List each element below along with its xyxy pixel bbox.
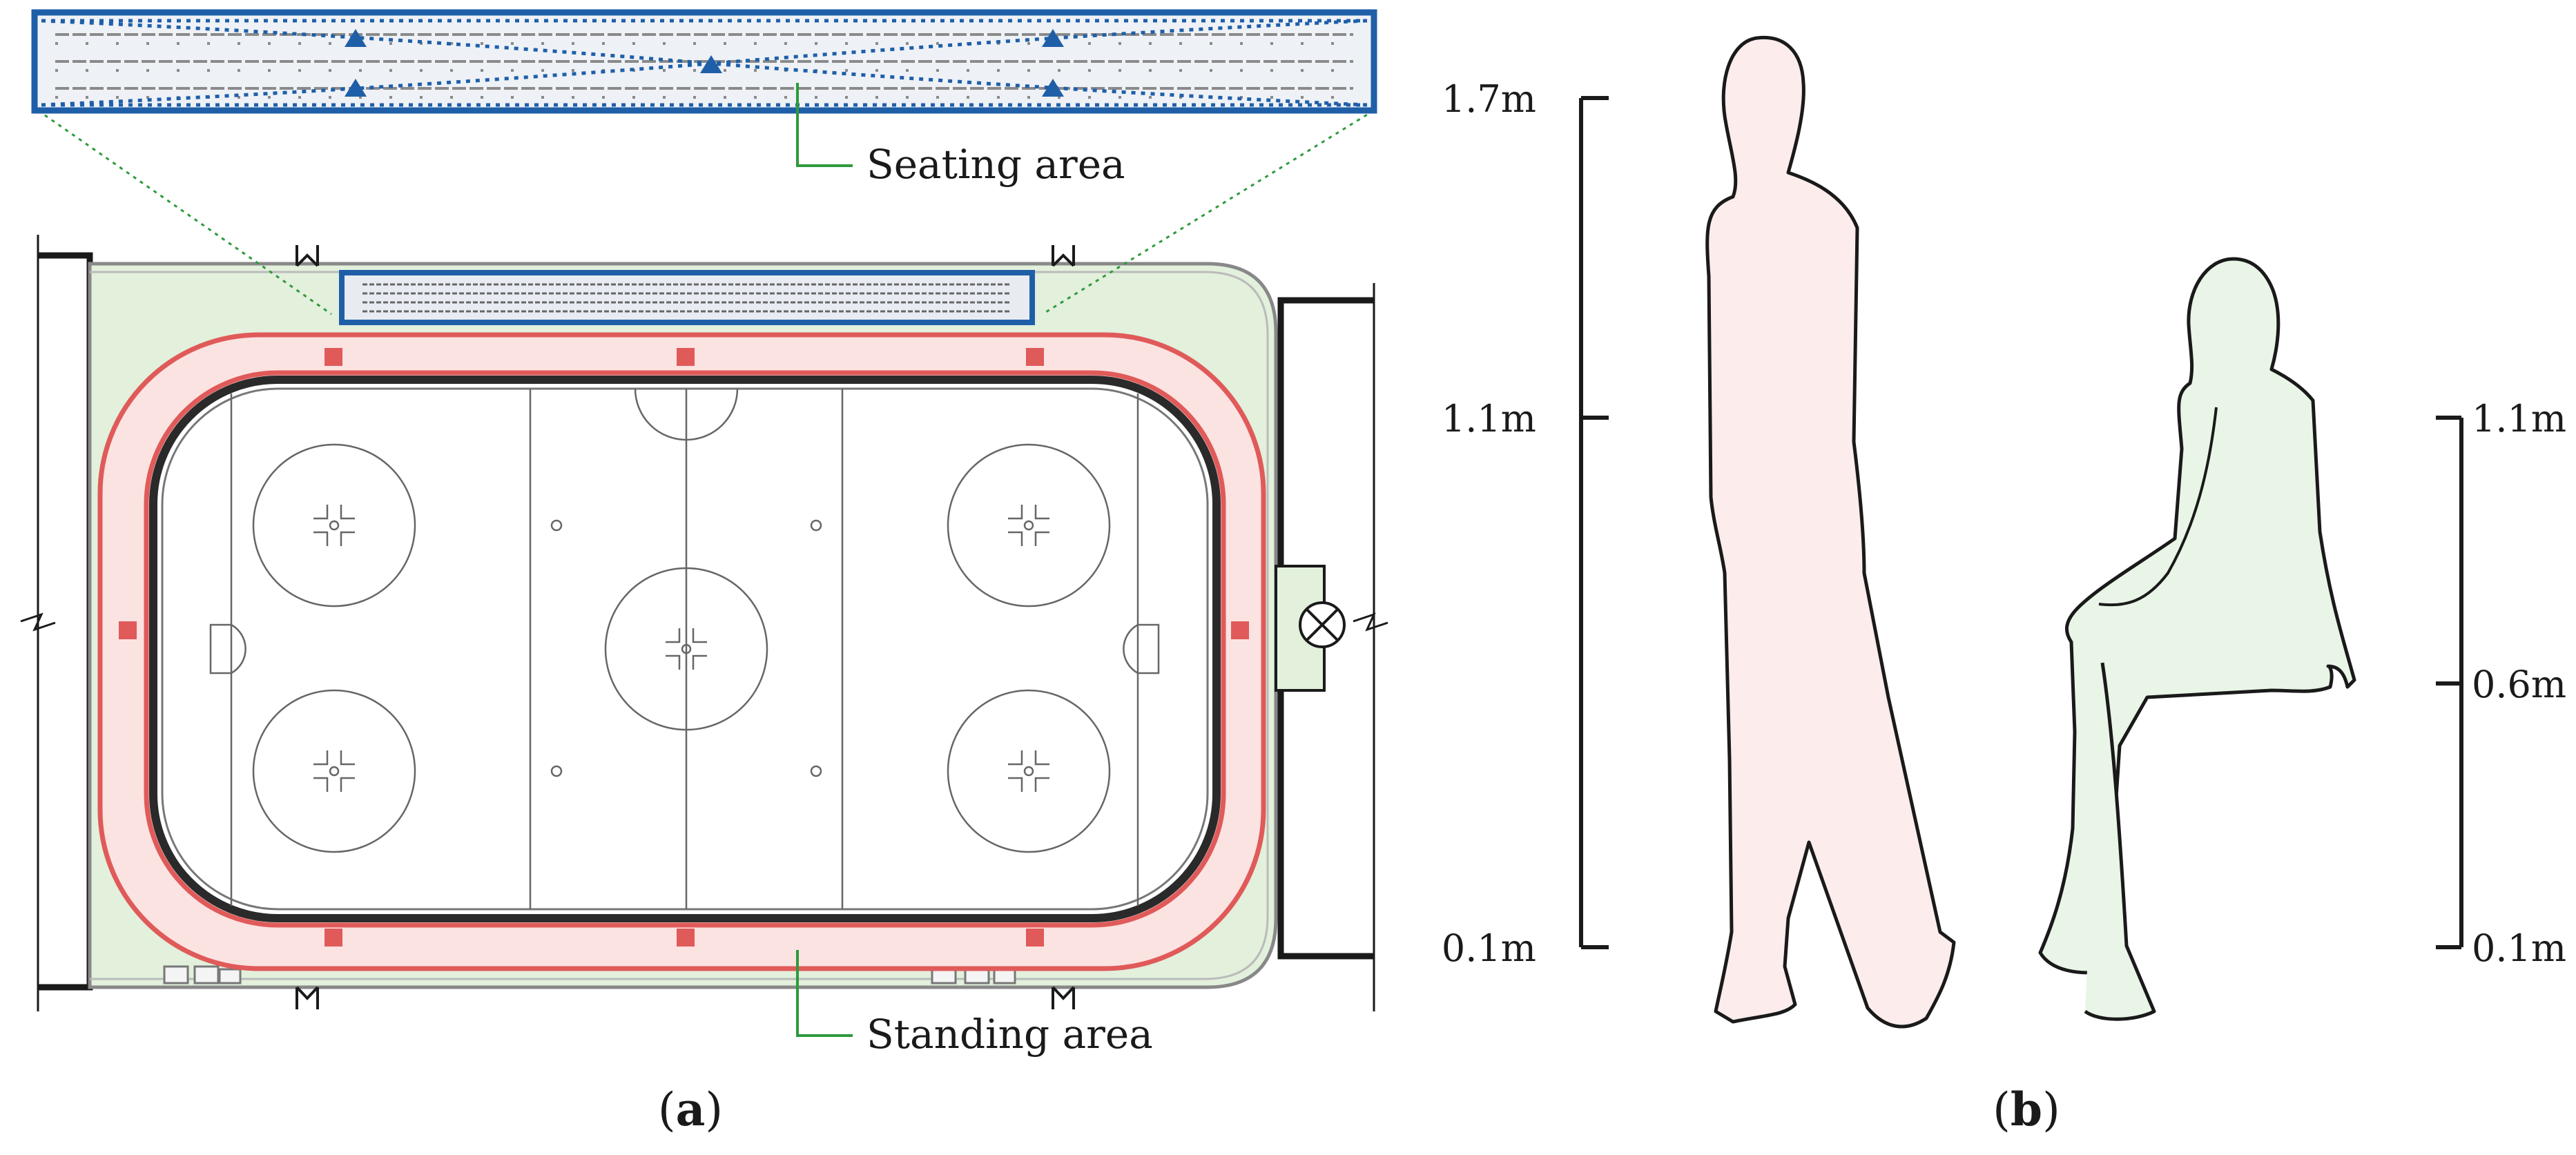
caption-a-letter: a — [676, 1083, 706, 1136]
square-marker — [677, 929, 695, 947]
standing-tick-0-1: 0.1m — [1442, 926, 1536, 970]
square-marker — [325, 348, 342, 366]
seated-height-scale — [2436, 416, 2463, 949]
seated-person-figure — [2038, 257, 2356, 975]
seat-rows — [55, 33, 1353, 99]
faceoff-circle-tr — [947, 443, 1111, 608]
square-marker — [325, 929, 342, 947]
seated-person-leg — [2084, 662, 2156, 1021]
standing-area-label: Standing area — [866, 1011, 1153, 1058]
zoom-leader-lines — [37, 109, 1375, 316]
triangle-marker — [700, 55, 722, 73]
caption-b: (b) — [1993, 1083, 2060, 1136]
speaker-markers — [119, 348, 1249, 947]
exit-door — [1275, 565, 1346, 692]
standing-tick-1-1: 1.1m — [1442, 397, 1536, 440]
center-circle — [604, 567, 768, 731]
seating-area-inset — [31, 9, 1377, 114]
caption-b-letter: b — [2011, 1083, 2042, 1136]
square-marker — [1026, 929, 1044, 947]
square-marker — [677, 348, 695, 366]
goal-crease-right — [1123, 623, 1160, 674]
seated-tick-1-1: 1.1m — [2472, 397, 2566, 440]
break-mark-left — [20, 612, 56, 632]
panel-a-rink-plan: Seating area Standing area (a) — [20, 9, 1388, 1136]
triangle-marker — [1042, 79, 1064, 97]
rink-markings — [209, 388, 1160, 909]
standing-tick-1-7: 1.7m — [1442, 77, 1536, 121]
seated-tick-0-6: 0.6m — [2472, 663, 2566, 706]
seated-tick-0-1: 0.1m — [2472, 926, 2566, 970]
triangle-marker — [1042, 29, 1064, 47]
square-marker — [1026, 348, 1044, 366]
rink-boards — [149, 376, 1221, 922]
standing-height-scale — [1579, 96, 1609, 949]
triangle-marker — [345, 79, 367, 97]
panel-b-height-figures: 1.7m 1.1m 0.1m 1.1m 0.6m 0.1m (b) — [1442, 35, 2566, 1136]
goal-crease-left — [209, 623, 246, 674]
door-marks — [296, 245, 1075, 1009]
square-marker — [119, 621, 137, 639]
caption-a: (a) — [658, 1083, 723, 1136]
faceoff-circle-br — [947, 689, 1111, 853]
triangle-marker — [345, 29, 367, 47]
seating-block-plan — [339, 270, 1035, 325]
seated-person-arm — [2098, 407, 2218, 607]
triangle-marker-group — [345, 29, 1064, 97]
break-mark-right — [1353, 612, 1388, 632]
rink-boards-inner — [161, 387, 1209, 911]
left-wall — [38, 252, 93, 991]
seating-label-leader — [796, 83, 853, 167]
faceoff-circle-tl — [252, 443, 416, 608]
floor-edge-inner — [90, 271, 1269, 980]
standing-person-figure — [1705, 35, 1956, 1029]
faceoff-circle-bl — [252, 689, 416, 853]
square-marker — [1231, 621, 1249, 639]
seating-area-label: Seating area — [866, 141, 1125, 188]
referee-crease — [634, 388, 739, 441]
standing-label-leader — [796, 950, 853, 1037]
standing-area-inner-edge — [144, 370, 1226, 928]
